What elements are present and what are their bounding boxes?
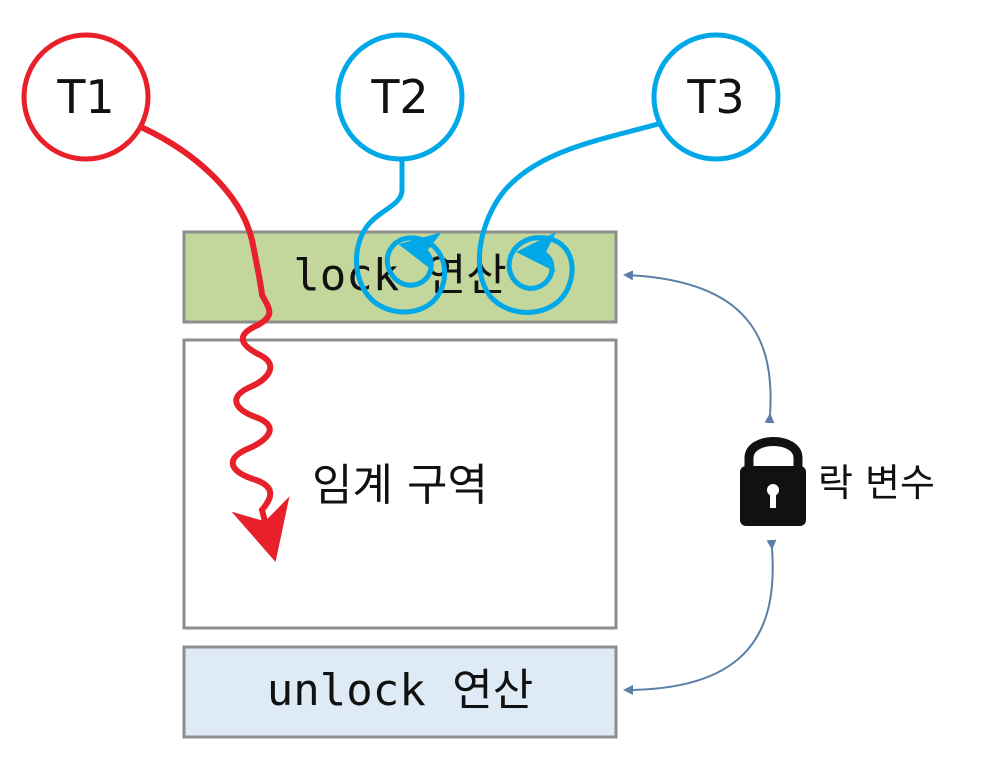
thread-t1-label: T1 (56, 70, 114, 124)
thread-t3: T3 (651, 32, 781, 162)
thread-t2-label: T2 (370, 70, 428, 124)
unlock-operation-label: unlock 연산 (267, 665, 533, 716)
thread-t3-circle (651, 32, 781, 162)
critical-section-block: 임계 구역 (182, 338, 618, 630)
thread-t2-circle (335, 32, 465, 162)
t1-path-arrow (140, 125, 290, 563)
critical-section-label: 임계 구역 (312, 460, 488, 511)
lock-to-lock-variable-arrow (623, 270, 775, 424)
padlock-icon (740, 437, 806, 526)
lock-operation-label: lock 연산 (293, 250, 506, 301)
t2-path-spin (354, 157, 448, 315)
thread-t3-label: T3 (686, 70, 744, 124)
lock-variable-to-unlock-arrow (623, 539, 777, 695)
thread-t1-circle (21, 32, 151, 162)
t3-path-spin (476, 121, 661, 315)
unlock-operation-block: unlock 연산 (182, 645, 618, 739)
thread-t1: T1 (21, 32, 151, 162)
thread-t2: T2 (335, 32, 465, 162)
lock-variable-label: 락 변수 (818, 461, 935, 505)
